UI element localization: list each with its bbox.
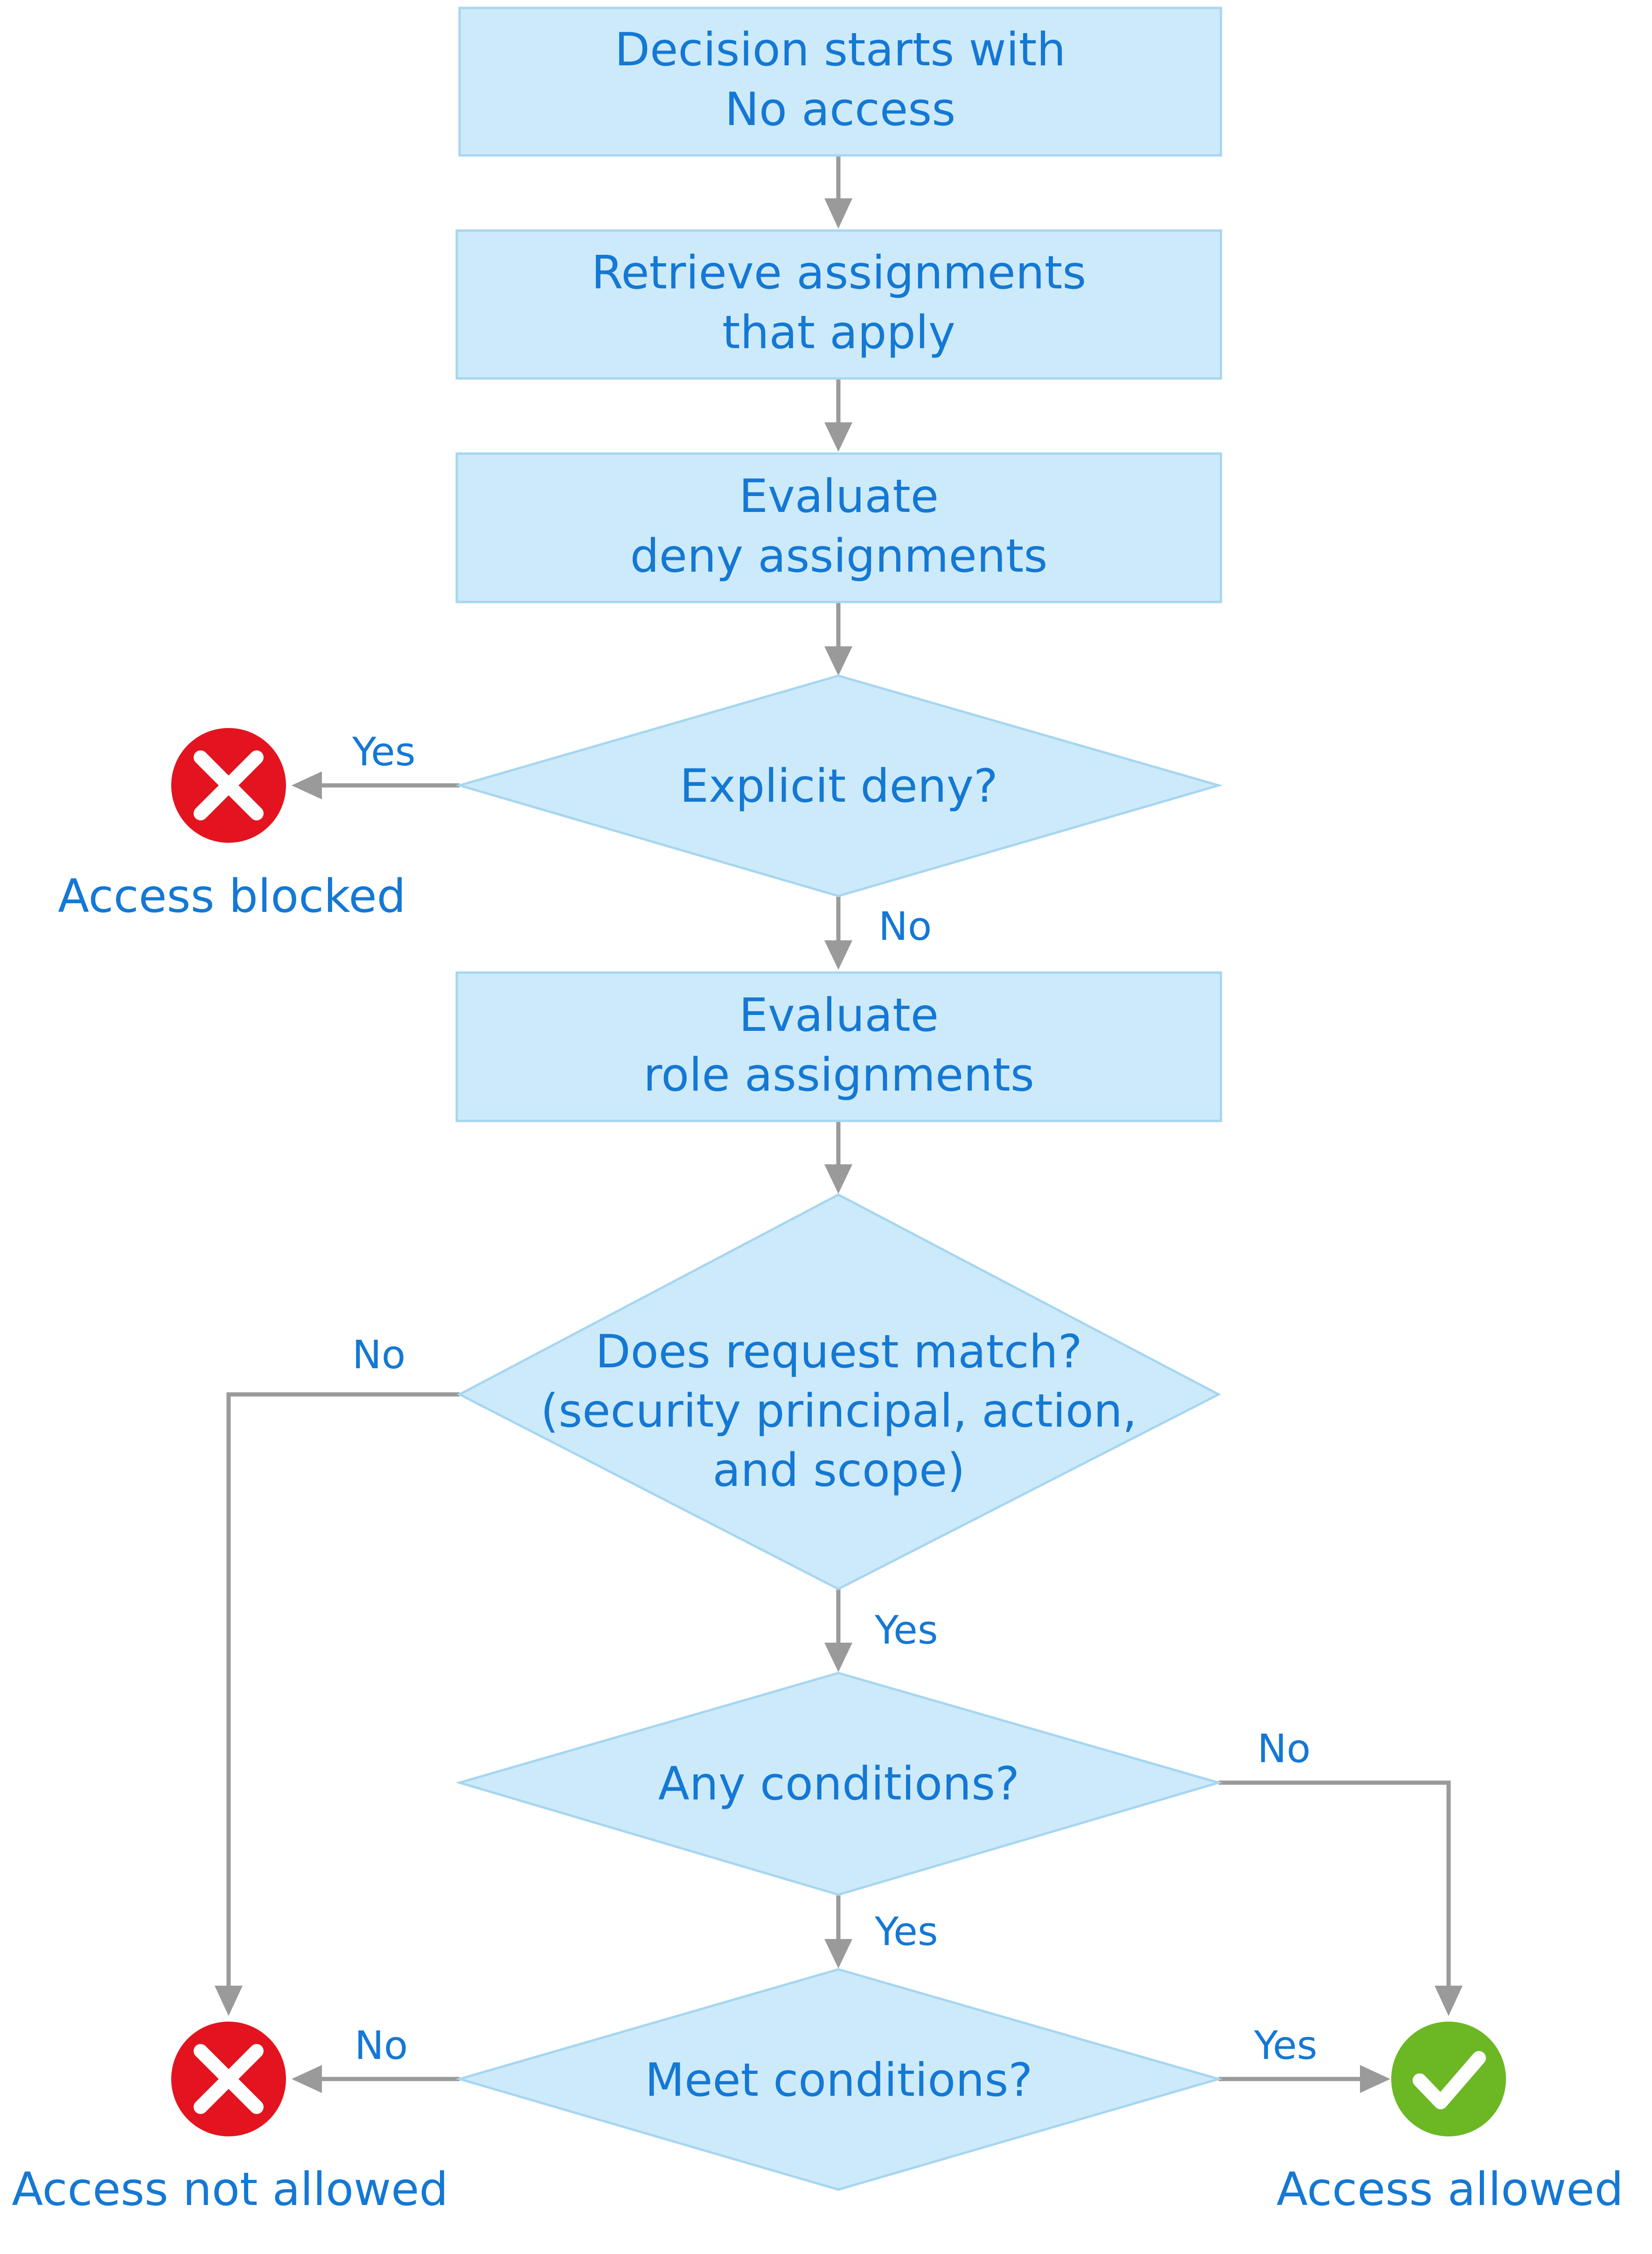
label-any-conditions-no: No <box>1257 1726 1310 1771</box>
edge-request-match-no <box>226 1392 460 1993</box>
label-request-match-no: No <box>352 1332 405 1378</box>
evaluate-deny-box: Evaluate deny assignments <box>455 452 1222 603</box>
evaluate-deny-box-line1: Evaluate <box>739 470 939 523</box>
edge-any-conditions-no <box>1219 1780 1451 1993</box>
evaluate-role-box: Evaluate role assignments <box>455 971 1222 1122</box>
access-not-allowed-label: Access not allowed <box>12 2163 448 2216</box>
request-match-line2: (security principal, action, <box>541 1385 1137 1438</box>
meet-conditions-diamond: Meet conditions? <box>455 1968 1223 2191</box>
access-blocked-result: Access blocked <box>58 728 406 923</box>
start-box-line2: No access <box>725 83 956 136</box>
arrowhead <box>824 1939 852 1968</box>
arrowhead <box>1360 2065 1390 2093</box>
deny-x-icon <box>171 728 286 843</box>
checkmark-icon <box>1391 2022 1506 2136</box>
retrieve-box-line1: Retrieve assignments <box>592 246 1087 300</box>
request-match-line1: Does request match? <box>595 1325 1082 1379</box>
label-any-conditions-yes: Yes <box>874 1909 938 1954</box>
evaluate-role-box-line1: Evaluate <box>739 989 939 1042</box>
any-conditions-diamond: Any conditions? <box>455 1672 1223 1896</box>
any-conditions-text: Any conditions? <box>658 1757 1019 1811</box>
arrowhead <box>824 422 852 452</box>
label-request-match-yes: Yes <box>874 1607 938 1653</box>
start-box-line1: Decision starts with <box>615 23 1066 77</box>
request-match-line3: and scope) <box>712 1444 965 1497</box>
arrowhead <box>292 771 322 799</box>
arrowhead <box>824 1164 852 1194</box>
retrieve-box-line2: that apply <box>722 306 955 359</box>
arrowhead <box>824 940 852 970</box>
label-meet-conditions-no: No <box>355 2023 408 2068</box>
access-allowed-label: Access allowed <box>1276 2163 1624 2216</box>
access-not-allowed-result: Access not allowed <box>12 2022 448 2216</box>
access-blocked-label: Access blocked <box>58 870 406 923</box>
explicit-deny-text: Explicit deny? <box>680 760 998 813</box>
deny-x-icon <box>171 2022 286 2136</box>
request-match-diamond: Does request match? (security principal,… <box>457 1193 1221 1590</box>
arrowhead <box>824 1643 852 1672</box>
evaluate-deny-box-line2: deny assignments <box>630 530 1048 583</box>
start-box: Decision starts with No access <box>458 7 1222 157</box>
edge-labels: Yes No No Yes No Yes No Yes <box>352 729 1317 2068</box>
label-explicit-deny-no: No <box>878 903 932 949</box>
arrowhead <box>215 1986 243 2016</box>
retrieve-assignments-box: Retrieve assignments that apply <box>455 229 1222 380</box>
label-meet-conditions-yes: Yes <box>1254 2023 1317 2068</box>
evaluate-role-box-line2: role assignments <box>643 1049 1034 1102</box>
arrowhead <box>1435 1986 1463 2016</box>
label-explicit-deny-yes: Yes <box>352 729 416 775</box>
arrowhead <box>824 646 852 676</box>
access-allowed-result: Access allowed <box>1276 2022 1624 2216</box>
explicit-deny-diamond: Explicit deny? <box>455 674 1223 897</box>
arrowhead <box>292 2065 322 2093</box>
meet-conditions-text: Meet conditions? <box>645 2054 1033 2107</box>
arrowhead <box>824 198 852 229</box>
connectors <box>215 155 1463 2093</box>
